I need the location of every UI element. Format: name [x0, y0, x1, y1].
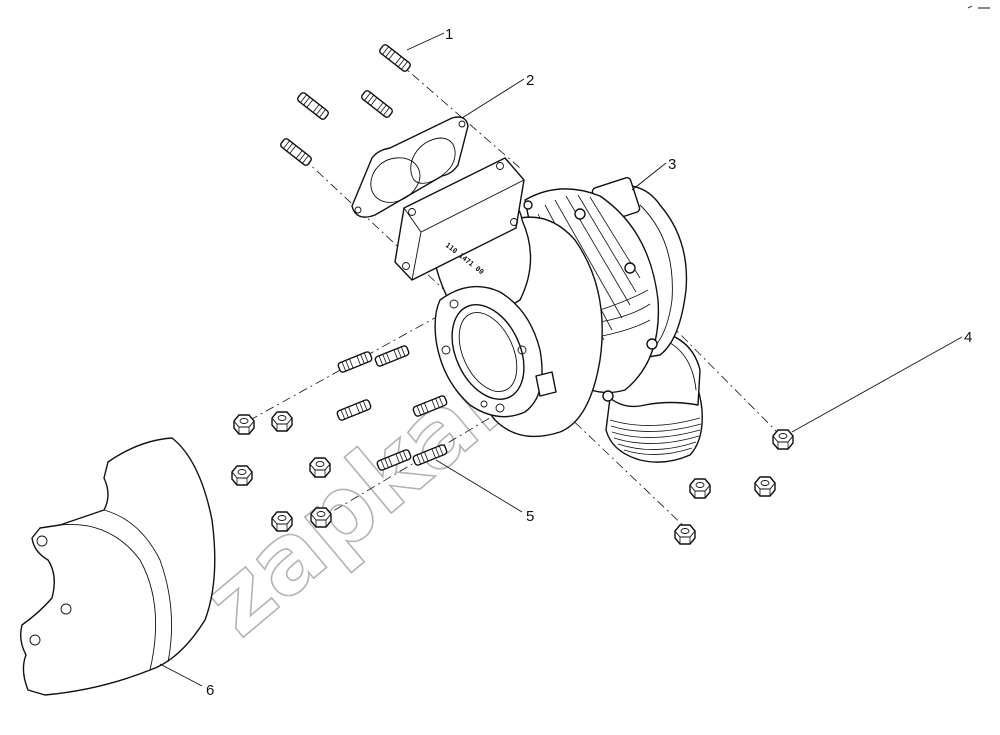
nut-9 — [754, 476, 776, 497]
nut-6 — [310, 507, 332, 528]
stud-1 — [377, 42, 413, 74]
callout-2: 2 — [526, 72, 534, 89]
nut-5 — [271, 511, 293, 532]
callout-6: 6 — [206, 682, 214, 699]
heat-shield — [19, 437, 216, 696]
callout-4: 4 — [964, 329, 972, 346]
stud-3 — [359, 88, 395, 120]
stud-4 — [278, 136, 314, 168]
outlet-ribs — [609, 417, 702, 455]
leader-lines — [159, 32, 963, 687]
nut-10 — [674, 524, 696, 545]
nuts-left — [231, 411, 332, 532]
nut-4 — [309, 457, 331, 478]
callout-3: 3 — [668, 156, 676, 173]
flange-gasket — [351, 116, 469, 218]
stud-6 — [373, 344, 411, 368]
turbocharger: 110 1471 00 — [394, 157, 703, 463]
nut-7 — [772, 429, 794, 450]
callout-5: 5 — [526, 508, 534, 525]
stud-5 — [336, 350, 374, 374]
corner-mark — [967, 5, 990, 9]
callouts: 1 2 3 4 5 6 — [206, 26, 972, 699]
nut-1 — [233, 414, 255, 435]
nut-2 — [271, 411, 293, 432]
callout-1: 1 — [445, 26, 453, 43]
nut-3 — [231, 465, 253, 486]
nut-8 — [689, 478, 711, 499]
stud-2 — [295, 90, 331, 122]
